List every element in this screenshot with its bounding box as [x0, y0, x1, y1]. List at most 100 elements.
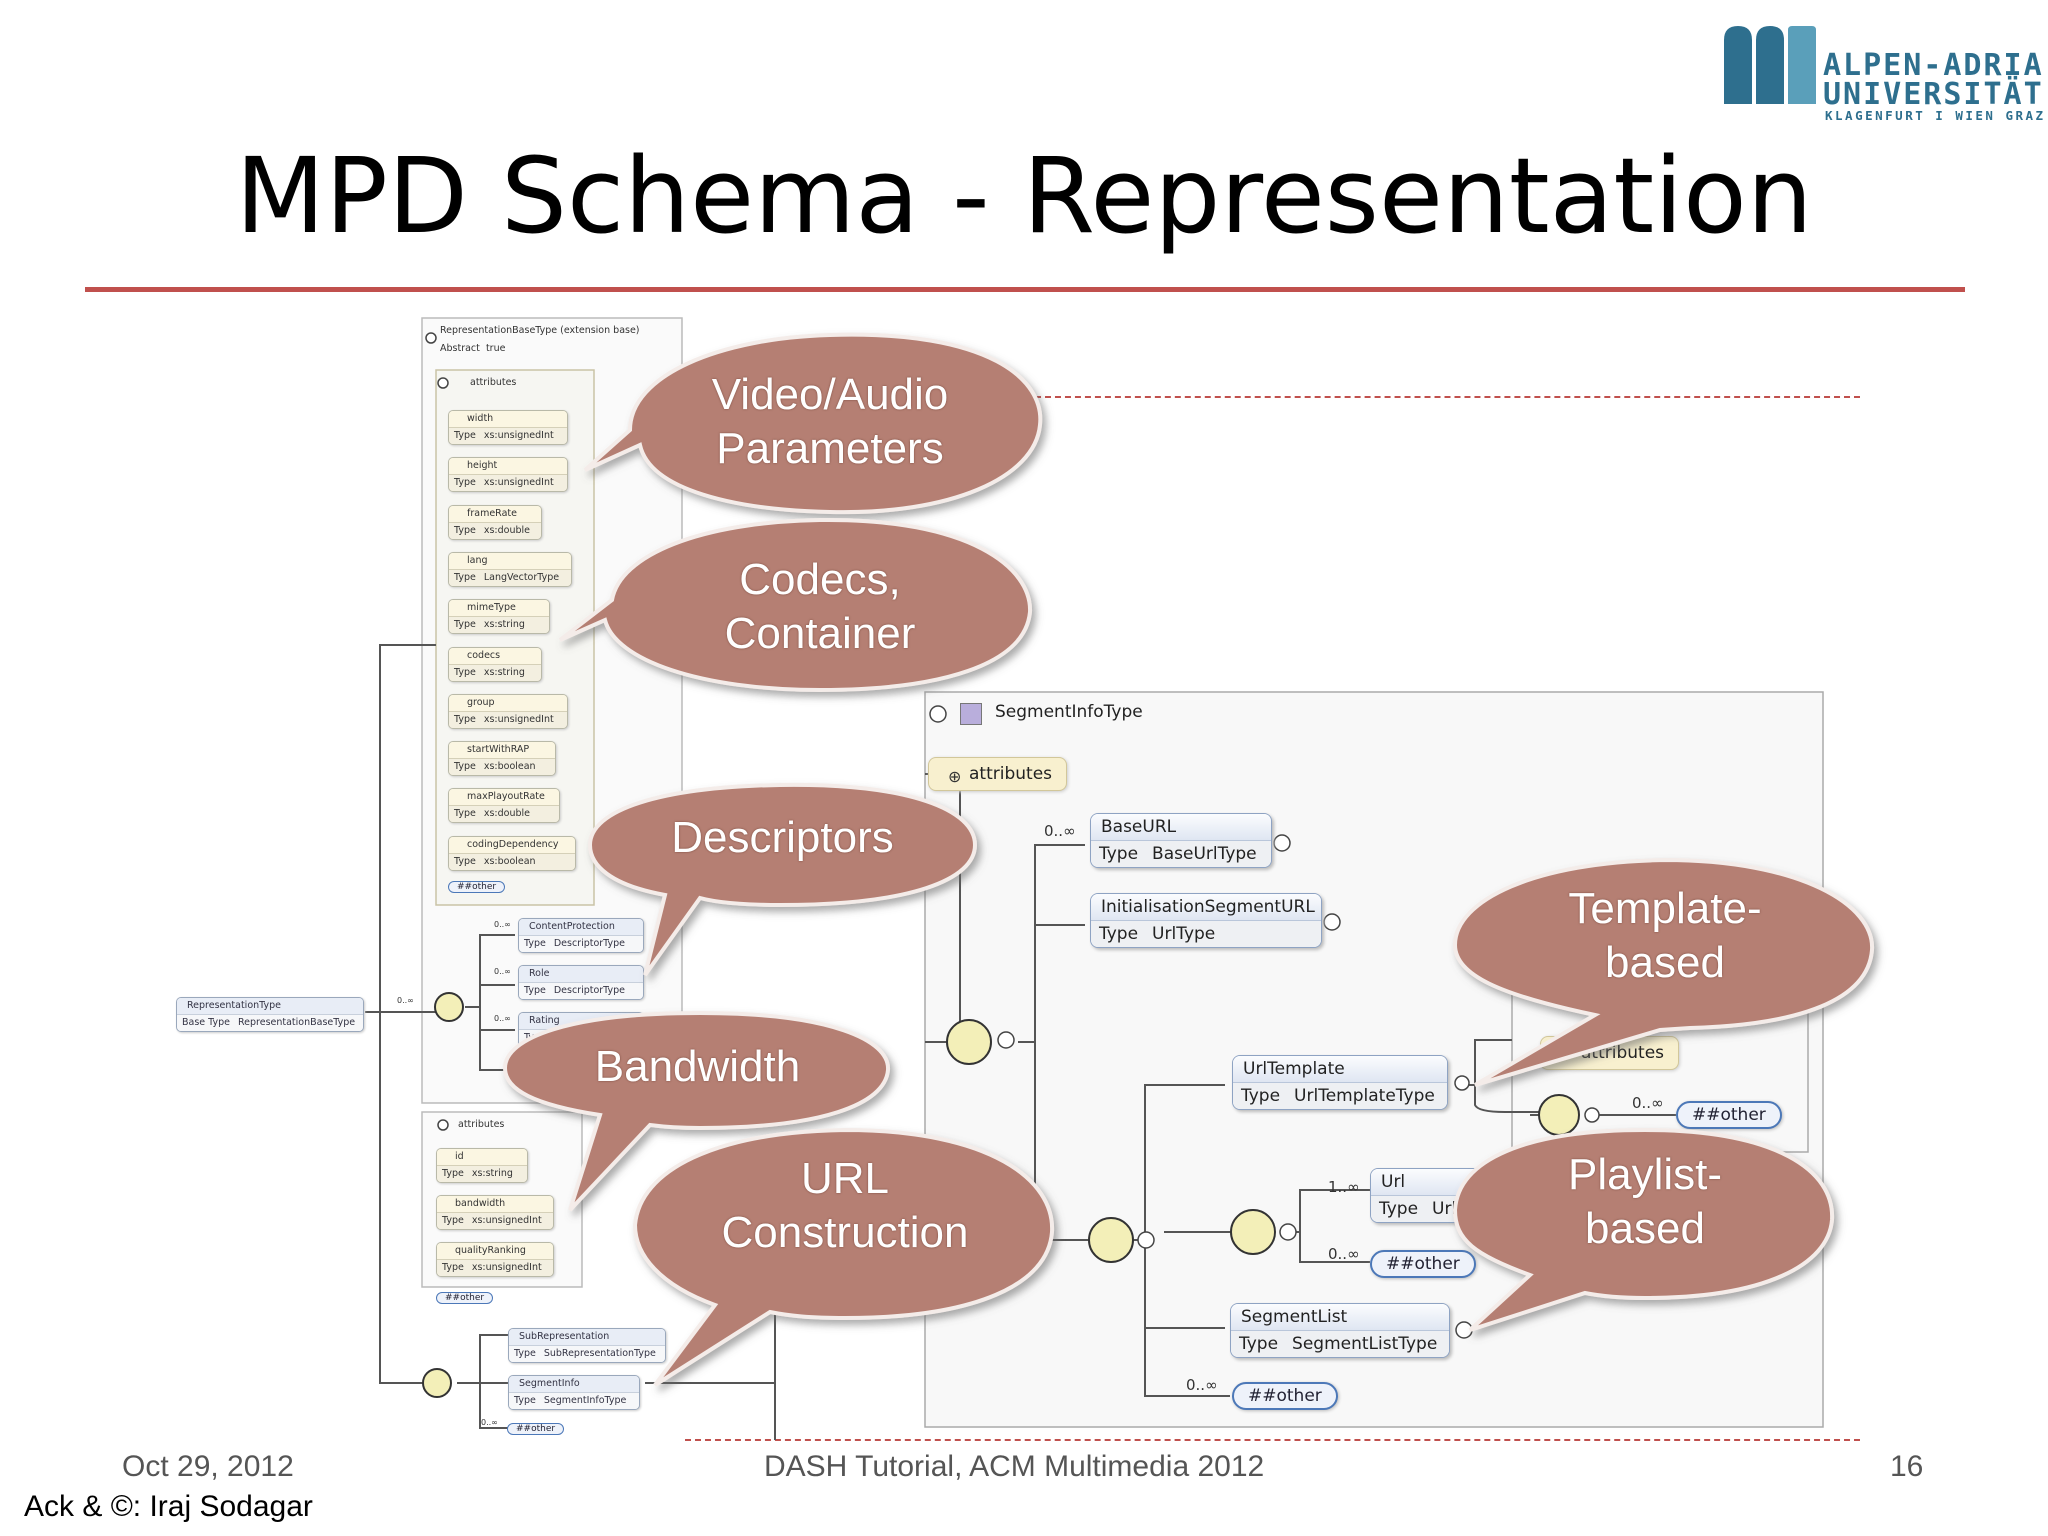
university-logo-icon: [1724, 26, 1816, 104]
descriptor-contentprotection-type: DescriptorType: [553, 938, 625, 949]
footer-ack: Ack & ©: Iraj Sodagar: [24, 1490, 313, 1523]
base-url-type: BaseUrlType: [1152, 844, 1257, 864]
callout-bandwidth: Bandwidth: [594, 1042, 801, 1091]
rep-attributes-label: attributes: [458, 1119, 505, 1130]
descriptor-mult: 0..∞: [494, 920, 511, 929]
attribute-frameRate-name: frameRate: [449, 505, 541, 523]
type-label: Type: [454, 808, 476, 820]
base-url-mult: 0..∞: [1044, 822, 1076, 840]
bubble-codecs: [558, 517, 1033, 693]
type-label: Type: [1099, 844, 1139, 864]
rep-attribute-bandwidth-name: bandwidth: [437, 1196, 553, 1213]
segment-info-title: SegmentInfoType: [995, 702, 1143, 722]
url-template-name: UrlTemplate: [1233, 1056, 1447, 1083]
child-segmentinfo-type: SegmentInfoType: [543, 1395, 627, 1406]
type-label: Type: [524, 938, 546, 949]
url-other-pill[interactable]: ##other: [1370, 1250, 1476, 1278]
callout-descriptors: Descriptors: [671, 813, 894, 862]
rep-attribute-qualityRanking-type: xs:unsignedInt: [471, 1262, 542, 1273]
template-other-pill[interactable]: ##other: [1676, 1101, 1782, 1129]
type-label: Type: [1379, 1199, 1419, 1219]
other-pill[interactable]: ##other: [1232, 1382, 1338, 1410]
segment-list-type: SegmentListType: [1292, 1334, 1438, 1354]
descriptor-role-name: Role: [519, 966, 643, 983]
attributes-other-pill[interactable]: ##other: [448, 881, 506, 893]
bubble-descriptors: [587, 782, 978, 977]
child-segmentinfo-name: SegmentInfo: [509, 1376, 639, 1393]
type-label: Type: [454, 571, 476, 583]
type-label: Type: [454, 713, 476, 725]
bubble-template-based: [1452, 857, 1875, 1087]
type-label: Type: [454, 666, 476, 678]
callout-url-line2: Construction: [721, 1208, 969, 1257]
child-segmentinfo-type-row: Type SegmentInfoType: [509, 1393, 639, 1409]
segment-info-type-icon: [960, 703, 982, 725]
attribute-codecs-type-row: Type xs:string: [449, 664, 541, 681]
bubble-playlist-based: [1452, 1127, 1835, 1332]
attribute-lang-type: LangVectorType: [483, 571, 560, 583]
init-segment-type: UrlType: [1152, 924, 1216, 944]
callout-video-audio-line2: Parameters: [716, 424, 944, 473]
descriptor-role-type: DescriptorType: [553, 985, 625, 996]
type-label: Type: [442, 1215, 464, 1226]
expand-icon: ⊕: [948, 767, 962, 786]
attribute-width-type: xs:unsignedInt: [483, 430, 554, 441]
rep-attribute-id-type: xs:string: [471, 1168, 513, 1179]
attribute-codecs-type: xs:string: [483, 666, 525, 678]
attribute-codingDependency-type: xs:boolean: [483, 855, 536, 867]
bubble-url-construction: [632, 1127, 1055, 1387]
base-url-box[interactable]: BaseURL Type BaseUrlType: [1090, 813, 1272, 868]
child-other-mult: 0..∞: [481, 1418, 498, 1427]
callout-url-line1: URL: [800, 1154, 890, 1203]
logo-text-line1: ALPEN-ADRIA: [1823, 48, 2044, 83]
abstract-value: true: [485, 343, 506, 354]
abstract-label: Abstract: [440, 343, 480, 354]
footer-page-number: 16: [1890, 1450, 1924, 1483]
footer-date: Oct 29, 2012: [122, 1450, 294, 1483]
attribute-height-name: height: [449, 458, 567, 476]
base-url-name: BaseURL: [1091, 814, 1271, 841]
child-other-pill[interactable]: ##other: [507, 1423, 565, 1435]
type-label: Type: [454, 855, 476, 867]
attribute-lang-type-row: Type LangVectorType: [449, 569, 571, 586]
rep-attributes-other-pill[interactable]: ##other: [436, 1292, 494, 1304]
type-label: Type: [514, 1395, 536, 1406]
attribute-codingDependency-name: codingDependency: [449, 836, 575, 854]
segment-attributes-box[interactable]: attributes: [928, 757, 1068, 791]
type-label: Type: [454, 619, 476, 631]
attribute-group-name: group: [449, 694, 567, 712]
child-subrepresentation-name: SubRepresentation: [509, 1329, 665, 1346]
descriptor-mult: 0..∞: [494, 1014, 511, 1023]
logo-text-line3: KLAGENFURT I WIEN GRAZ: [1825, 108, 2046, 123]
